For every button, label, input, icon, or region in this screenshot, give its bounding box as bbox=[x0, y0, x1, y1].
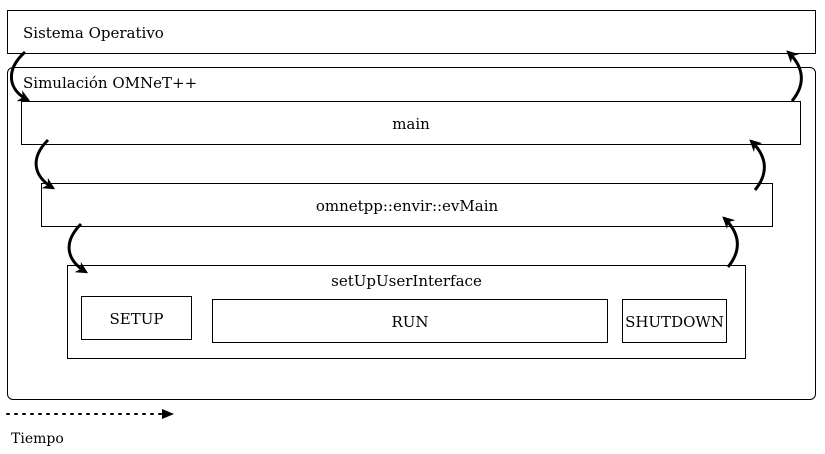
setup-phase-label: SETUP bbox=[109, 310, 164, 328]
run-phase-label: RUN bbox=[391, 313, 429, 331]
evmain-box: omnetpp::envir::evMain bbox=[41, 183, 773, 227]
return-arrow-main-to-os bbox=[786, 50, 803, 102]
sistema-operativo-label: Sistema Operativo bbox=[23, 24, 164, 42]
setup-user-interface-label: setUpUserInterface bbox=[331, 272, 482, 290]
call-arrow-evmain-to-setup bbox=[67, 222, 89, 274]
return-arrow-evmain-to-main bbox=[749, 139, 766, 191]
shutdown-phase-label: SHUTDOWN bbox=[625, 313, 724, 331]
run-phase-box: RUN bbox=[212, 299, 608, 343]
call-arrow-os-to-main bbox=[9, 50, 31, 102]
call-arrow-main-to-evmain bbox=[34, 138, 56, 190]
setup-phase-box: SETUP bbox=[81, 296, 192, 340]
evmain-label: omnetpp::envir::evMain bbox=[315, 197, 499, 215]
time-axis-arrowhead bbox=[162, 409, 174, 419]
shutdown-phase-box: SHUTDOWN bbox=[622, 299, 727, 343]
main-label: main bbox=[392, 115, 430, 133]
return-arrow-setup-to-evmain bbox=[722, 216, 739, 268]
simulacion-label: Simulación OMNeT++ bbox=[23, 74, 198, 92]
sistema-operativo-box: Sistema Operativo bbox=[7, 10, 816, 54]
time-axis-label: Tiempo bbox=[11, 431, 64, 447]
main-box: main bbox=[21, 101, 801, 145]
